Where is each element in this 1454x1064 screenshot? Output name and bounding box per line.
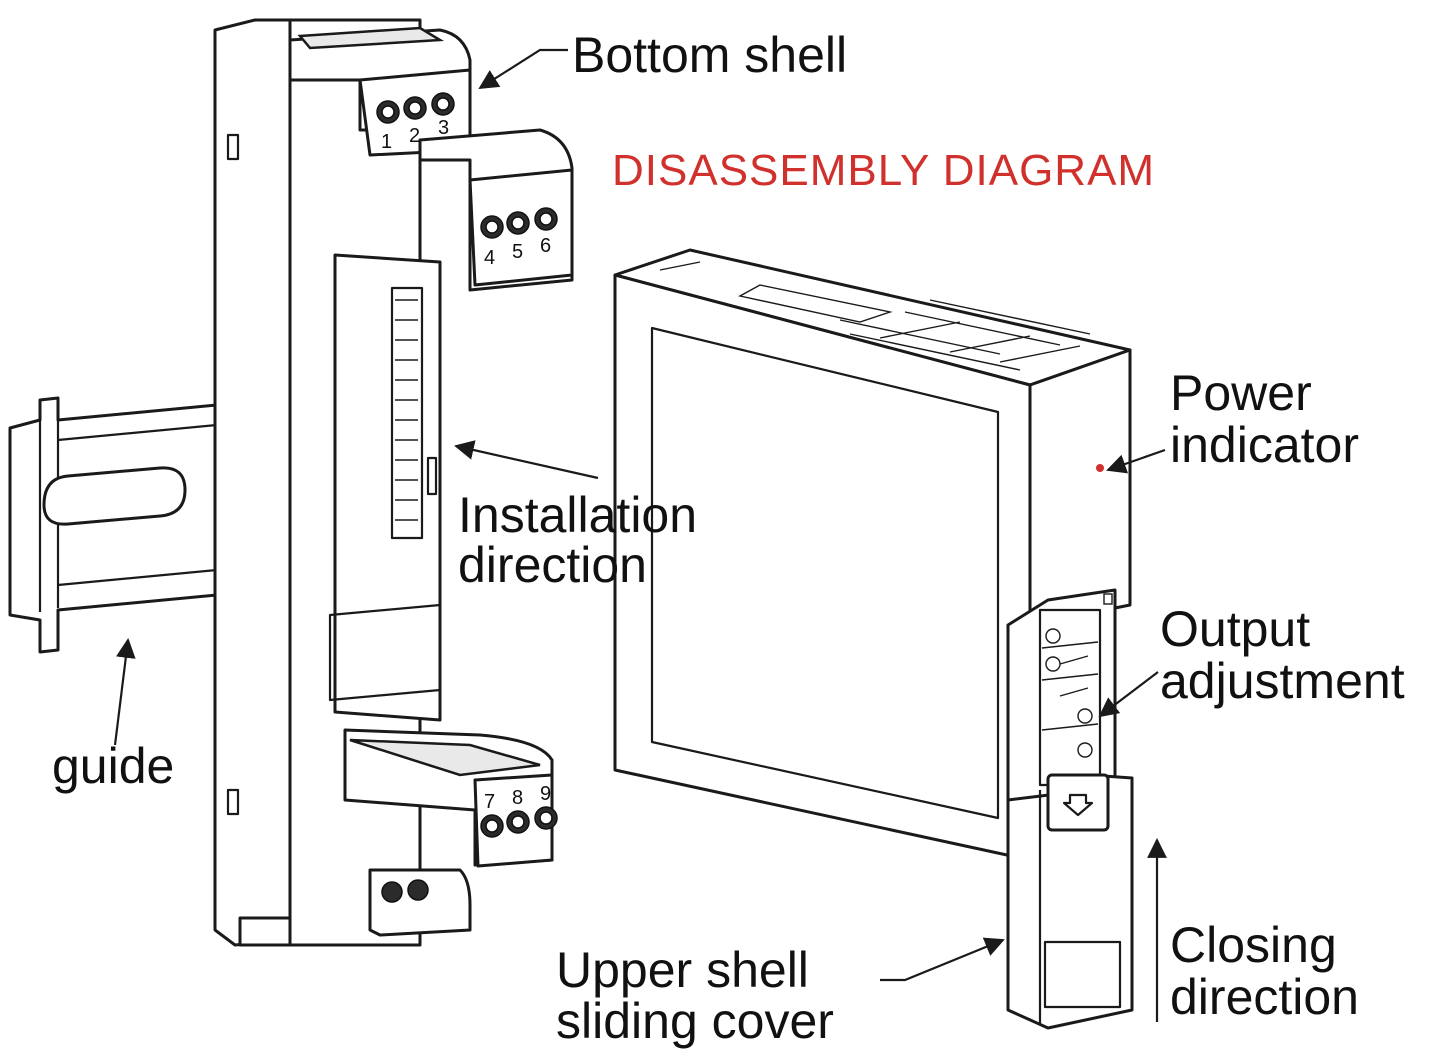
label-upper-shell-line1: Upper shell [556,942,809,998]
diagram-title: DISASSEMBLY DIAGRAM [612,146,1155,195]
label-installation-direction-line2: direction [458,537,647,593]
label-guide: guide [52,738,174,794]
upper-shell [613,248,1134,1030]
terminal-number: 9 [540,783,551,805]
label-power-indicator-line2: indicator [1170,417,1359,473]
label-upper-shell-line2: sliding cover [556,993,834,1049]
leader-lines [113,48,1167,1022]
base-module [213,18,574,947]
label-closing-direction-line2: direction [1170,969,1359,1025]
terminal-number: 5 [512,241,523,263]
terminal-numbers: 1 2 3 4 5 6 7 8 9 [381,117,551,813]
terminal-screws [376,92,558,903]
terminal-number: 6 [540,235,551,257]
power-indicator-led [1096,464,1104,472]
label-output-adjustment-line1: Output [1160,601,1310,657]
label-power-indicator-line1: Power [1170,365,1312,421]
din-rail [8,396,272,654]
terminal-number: 3 [438,117,449,139]
label-output-adjustment-line2: adjustment [1160,653,1405,709]
label-closing-direction-line1: Closing [1170,917,1337,973]
terminal-number: 8 [512,787,523,809]
label-installation-direction-line1: Installation [458,487,697,543]
label-bottom-shell: Bottom shell [572,27,847,83]
terminal-number: 1 [381,131,392,153]
terminal-number: 7 [484,791,495,813]
terminal-number: 4 [484,247,495,269]
terminal-number: 2 [409,125,420,147]
